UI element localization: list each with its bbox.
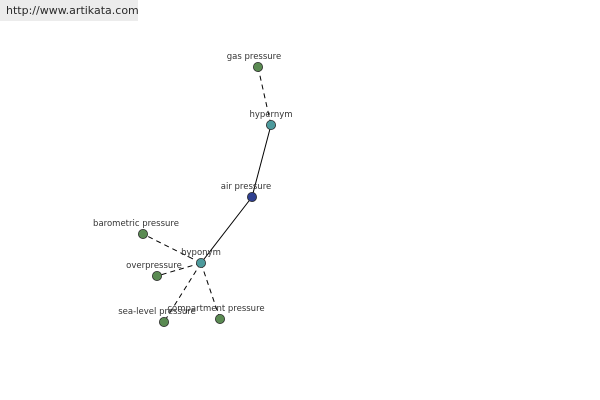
site-url-banner[interactable]: http://www.artikata.com xyxy=(0,0,139,21)
edge-gas-pressure-to-hypernym xyxy=(257,66,272,126)
node-hypernym[interactable] xyxy=(265,120,276,131)
edges-layer xyxy=(142,66,272,323)
edge-hypernym-to-air-pressure xyxy=(251,124,272,198)
node-barometric-pressure[interactable] xyxy=(137,228,148,239)
edge-air-pressure-to-hyponym xyxy=(200,196,253,264)
node-label-gas-pressure[interactable]: gas pressure xyxy=(227,52,281,62)
node-overpressure[interactable] xyxy=(151,270,162,281)
node-hyponym[interactable] xyxy=(195,257,206,268)
nodes-layer xyxy=(137,62,276,327)
edge-hyponym-to-overpressure xyxy=(156,262,202,277)
node-label-compartment-pressure[interactable]: compartment pressure xyxy=(167,304,264,314)
node-label-air-pressure[interactable]: air pressure xyxy=(221,182,271,192)
node-label-barometric-pressure[interactable]: barometric pressure xyxy=(93,219,179,229)
node-sea-level-pressure[interactable] xyxy=(158,316,169,327)
edge-hyponym-to-compartment-pressure xyxy=(200,262,221,320)
node-gas-pressure[interactable] xyxy=(252,62,263,73)
node-label-hyponym[interactable]: hyponym xyxy=(181,248,221,258)
labels-layer: gas pressure hypernym air pressure hyponym b… xyxy=(93,52,293,317)
edge-hyponym-to-sea-level-pressure xyxy=(163,262,202,323)
node-label-hypernym[interactable]: hypernym xyxy=(249,110,292,120)
edge-hyponym-to-barometric-pressure xyxy=(142,233,202,264)
node-compartment-pressure[interactable] xyxy=(214,313,225,324)
node-air-pressure[interactable] xyxy=(246,191,257,202)
node-label-sea-level-pressure[interactable]: sea-level pressure xyxy=(118,307,196,317)
node-label-overpressure[interactable]: overpressure xyxy=(126,261,182,271)
